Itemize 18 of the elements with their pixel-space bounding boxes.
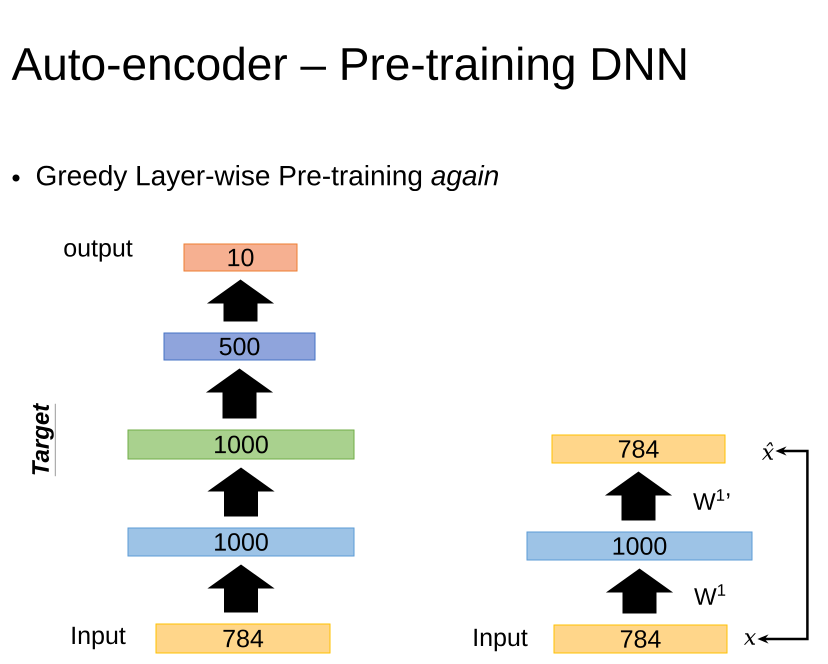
variable-label: x xyxy=(744,633,756,645)
layer-box: 1000 xyxy=(128,430,354,460)
layer-box: 784 xyxy=(156,624,330,654)
layer-box: 1000 xyxy=(526,532,752,560)
layer-box: 784 xyxy=(554,624,728,654)
layer-label: output xyxy=(64,240,133,262)
edge-label: W$^{1}$ xyxy=(694,584,726,605)
layer-box: 1000 xyxy=(128,528,354,556)
layer-label: Input xyxy=(72,626,126,650)
layer-box: 500 xyxy=(164,332,316,360)
layer-label: Input xyxy=(474,628,528,652)
axis-label: Target xyxy=(32,402,56,476)
variable-label: x̂ xyxy=(762,442,774,460)
title: Auto-encoder – Pre-training DNN xyxy=(12,46,686,90)
bullet-text: Greedy Layer-wise Pre-training again xyxy=(36,164,498,192)
layer-box: 10 xyxy=(184,244,298,272)
layer-box: 784 xyxy=(552,434,726,464)
edge-label: W$^{1}$’ xyxy=(693,489,730,510)
